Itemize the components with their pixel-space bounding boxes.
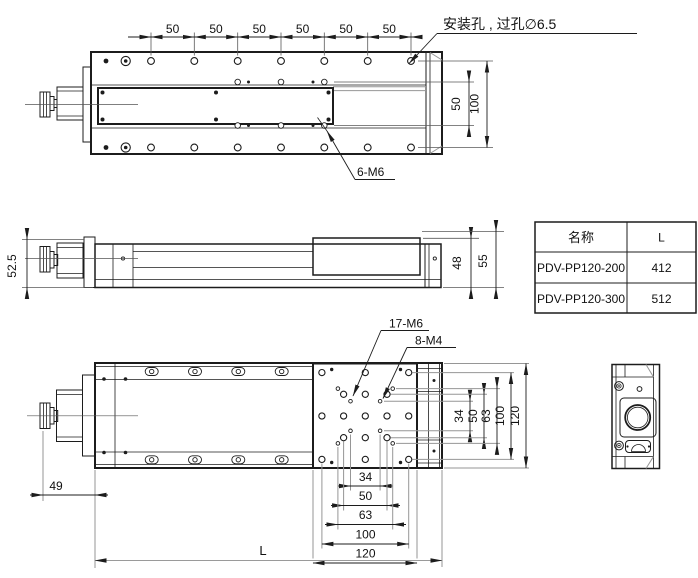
dim-label-pitch-5: 50 xyxy=(339,22,353,36)
bottom-motor-assembly xyxy=(27,374,138,457)
pitch-dimension-chain: 50 50 50 50 50 50 xyxy=(128,22,423,56)
m6-callout-text: 6-M6 xyxy=(357,165,385,179)
side-view-dimensions: 52.5 48 55 xyxy=(5,220,504,299)
side-carriage xyxy=(312,237,421,276)
plate-m4-holes xyxy=(335,386,395,446)
dim-label-pitch-4: 50 xyxy=(296,22,310,36)
dim-label-49: 49 xyxy=(49,479,63,493)
m4-thread-callout: 8-M4 xyxy=(382,334,456,399)
table-cell-length-2: 512 xyxy=(651,292,671,306)
dim-label-h50: 50 xyxy=(359,489,373,503)
m6-thread-callout-text: 17-M6 xyxy=(389,317,423,331)
mounting-holes xyxy=(103,55,415,153)
dim-label-pitch-3: 50 xyxy=(253,22,267,36)
dim-label-v50: 50 xyxy=(466,409,480,423)
dim-label-h120: 120 xyxy=(355,547,375,561)
top-view-row-dimensions: 50 100 xyxy=(334,60,493,148)
dim-label-pitch-1: 50 xyxy=(166,22,180,36)
m6-thread-callout: 17-M6 xyxy=(352,317,429,397)
dim-label-55: 55 xyxy=(476,254,490,268)
dim-label-v120: 120 xyxy=(508,406,522,426)
right-end-cap xyxy=(417,363,442,468)
dim-label-pitch-2: 50 xyxy=(209,22,223,36)
dim-label-h63: 63 xyxy=(359,508,373,522)
m4-thread-callout-text: 8-M4 xyxy=(415,334,443,348)
table-cell-model-1: PDV-PP120-200 xyxy=(537,261,625,275)
m6-callout: 6-M6 xyxy=(317,117,395,180)
mount-hole-callout-text: 安装孔 , 过孔∅6.5 xyxy=(443,16,557,32)
end-view xyxy=(611,363,661,470)
dim-label-row-50: 50 xyxy=(449,97,463,111)
dim-label-48: 48 xyxy=(450,256,464,270)
end-view-outline xyxy=(611,363,661,470)
dim-label-v34: 34 xyxy=(452,409,466,423)
plate-m6-holes xyxy=(318,368,413,464)
carriage-thread-holes xyxy=(234,78,328,129)
table-plate xyxy=(312,362,418,469)
bearing-plate xyxy=(619,397,657,438)
dim-label-h34: 34 xyxy=(359,470,373,484)
spec-table: 名称 L PDV-PP120-200 412 PDV-PP120-300 512 xyxy=(534,221,697,314)
table-header-length: L xyxy=(658,231,665,245)
connector xyxy=(625,440,651,453)
dim-label-v100: 100 xyxy=(493,406,507,426)
moving-carriage-frame xyxy=(97,87,334,125)
motor-overhang-dimension: 49 xyxy=(30,431,108,568)
table-cell-length-1: 412 xyxy=(651,261,671,275)
side-view: 52.5 48 55 xyxy=(5,220,504,299)
rail-slot-holes xyxy=(144,367,289,465)
dim-label-h100: 100 xyxy=(355,528,375,542)
shaft-bore xyxy=(624,404,652,431)
plate-vertical-dimensions: 34 50 63 100 120 xyxy=(384,363,529,469)
top-view: 50 50 50 50 50 50 50 100 安装孔 , 过孔∅6.5 xyxy=(25,16,637,180)
dim-label-52-5: 52.5 xyxy=(5,254,19,278)
bottom-view: 17-M6 8-M4 49 34 50 xyxy=(27,317,529,568)
carriage-corner-screws xyxy=(100,90,331,122)
dim-label-L: L xyxy=(259,543,266,558)
table-header-name: 名称 xyxy=(568,230,594,245)
table-cell-model-2: PDV-PP120-300 xyxy=(537,292,625,306)
motor-assembly xyxy=(25,66,138,143)
overall-length-dimension: L xyxy=(94,470,443,567)
dim-label-row-100: 100 xyxy=(468,94,482,114)
dim-label-v63: 63 xyxy=(479,409,493,423)
dim-label-pitch-6: 50 xyxy=(383,22,397,36)
plate-horizontal-dimensions: 34 50 63 100 120 xyxy=(312,434,418,566)
mount-hole-callout: 安装孔 , 过孔∅6.5 xyxy=(408,16,637,64)
